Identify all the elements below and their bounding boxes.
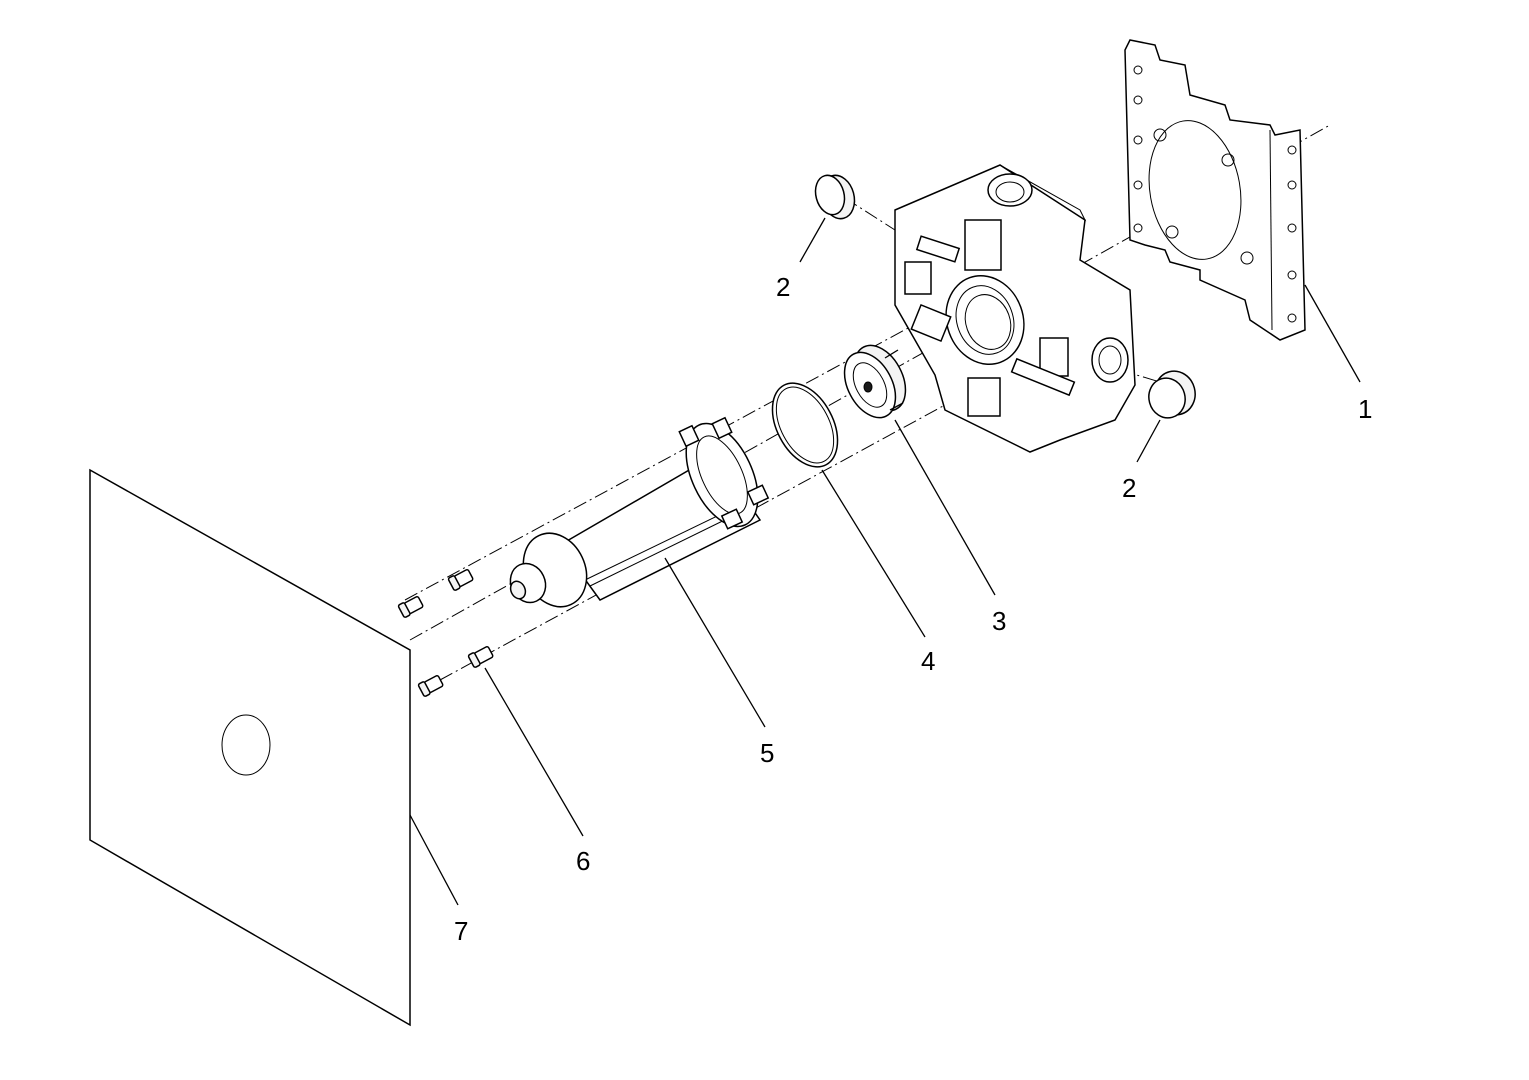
label-block-1 — [967, 377, 1001, 417]
callout-4: 4 — [921, 646, 935, 676]
part-6-screws — [397, 569, 494, 697]
label-block-3-off — [964, 219, 1002, 271]
part-3-piston — [843, 344, 907, 419]
callout-3: 3 — [992, 606, 1006, 636]
callout-2b: 2 — [1122, 473, 1136, 503]
callout-5: 5 — [760, 738, 774, 768]
leader-lines — [409, 217, 1361, 906]
part-1-mounting-plate — [1124, 39, 1306, 341]
callout-2a: 2 — [776, 272, 790, 302]
callout-7: 7 — [454, 916, 468, 946]
part-4-o-ring — [771, 382, 839, 468]
part-2-plug-top — [814, 174, 856, 220]
valve-housing — [894, 164, 1136, 453]
label-block-left — [904, 261, 932, 295]
cover-plate-hole — [221, 714, 271, 776]
part-2-plug-right — [1148, 370, 1196, 419]
callout-1: 1 — [1358, 394, 1372, 424]
part-7-cover-plate — [89, 468, 411, 1027]
callout-6: 6 — [576, 846, 590, 876]
part-5-handle-sleeve — [509, 416, 770, 608]
